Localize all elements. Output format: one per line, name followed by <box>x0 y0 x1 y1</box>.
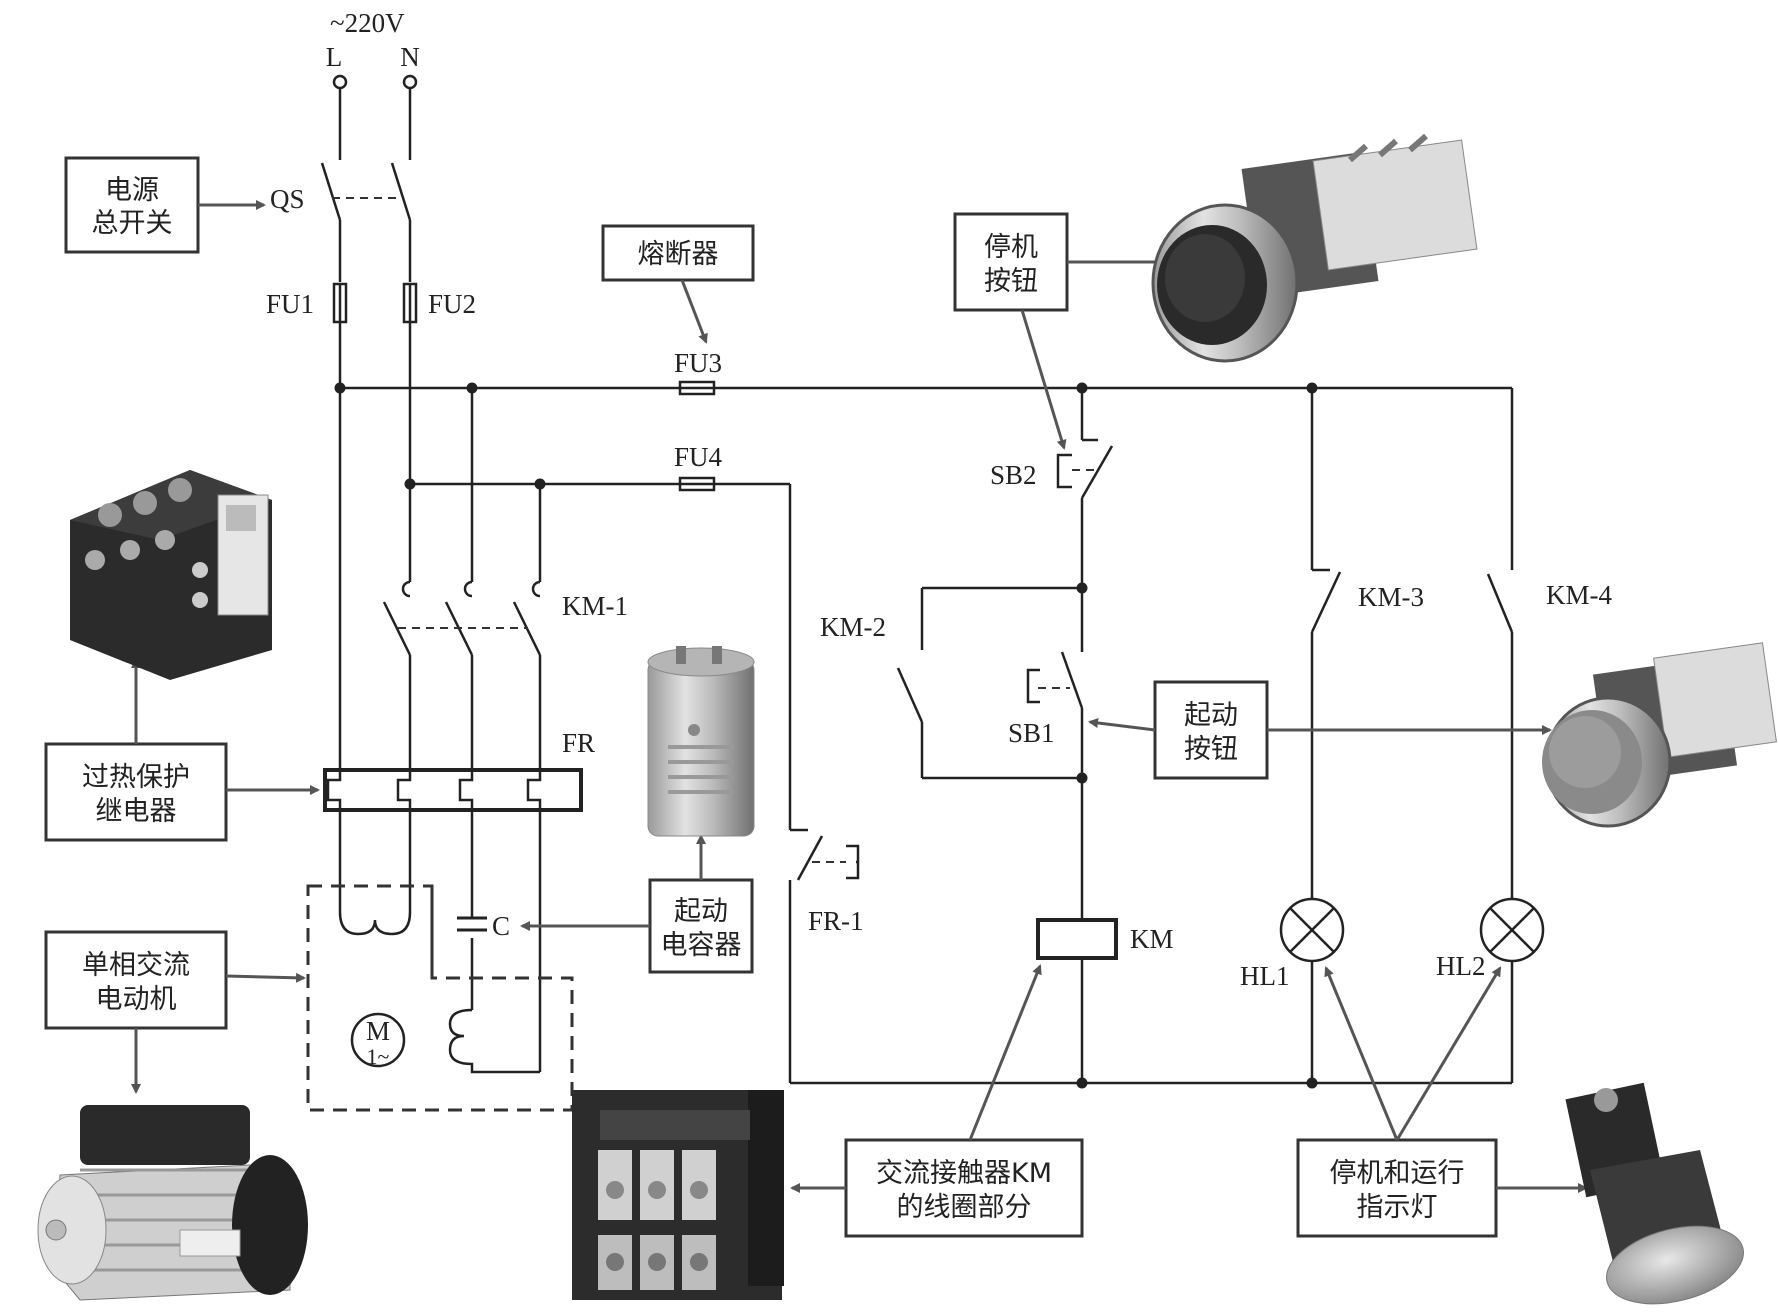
junction-dot <box>1076 772 1088 784</box>
qs-switch <box>320 88 412 282</box>
start-button-image <box>1542 642 1777 828</box>
junction-dot <box>404 478 416 490</box>
callout-main-switch: 电源 总开关 <box>64 156 200 254</box>
svg-text:起动: 起动 <box>1184 700 1238 731</box>
svg-text:停机和运行: 停机和运行 <box>1330 1158 1465 1189</box>
km1-contacts <box>382 580 542 770</box>
control-wiring <box>788 388 1514 1085</box>
hl1-lamp <box>1279 897 1345 963</box>
svg-text:继电器: 继电器 <box>96 796 177 827</box>
junction-dot <box>1306 1077 1318 1089</box>
km2-contact <box>896 667 924 723</box>
fu3-label: FU3 <box>674 348 722 378</box>
km2-label: KM-2 <box>820 612 886 642</box>
svg-text:过热保护: 过热保护 <box>82 762 190 793</box>
callout-start-button: 起动 按钮 <box>1153 680 1269 780</box>
km3-contact <box>1310 568 1342 633</box>
km-coil-label: KM <box>1130 924 1174 954</box>
svg-text:交流接触器KM: 交流接触器KM <box>876 1158 1052 1189</box>
stop-button-image <box>1151 133 1478 363</box>
svg-text:熔断器: 熔断器 <box>638 239 719 270</box>
fr-thermal-relay <box>323 768 583 812</box>
start-capacitor-symbol <box>457 916 487 932</box>
junction-dot <box>1076 382 1088 394</box>
fr1-contact <box>790 828 860 881</box>
junction-dot <box>334 382 346 394</box>
fr1-label: FR-1 <box>808 906 864 936</box>
svg-text:按钮: 按钮 <box>1184 734 1238 765</box>
qs-label: QS <box>270 184 305 214</box>
callout-stop-button: 停机 按钮 <box>953 212 1069 312</box>
svg-text:停机: 停机 <box>984 232 1038 263</box>
svg-text:单相交流: 单相交流 <box>82 950 190 981</box>
sb2-label: SB2 <box>990 460 1037 490</box>
km4-contact <box>1486 573 1514 633</box>
main-wiring <box>338 322 1512 770</box>
junction-dot <box>534 478 546 490</box>
junction-dot <box>1076 582 1088 594</box>
neutral-terminal <box>402 74 418 90</box>
svg-text:起动: 起动 <box>674 896 728 927</box>
start-capacitor-image <box>647 646 755 837</box>
motor-image <box>37 1105 308 1301</box>
supply-voltage-label: ~220V <box>330 8 405 38</box>
svg-text:电动机: 电动机 <box>96 984 177 1015</box>
line-terminal-label: L <box>326 42 343 72</box>
hl2-label: HL2 <box>1436 951 1486 981</box>
callout-contactor-coil: 交流接触器KM 的线圈部分 <box>844 1138 1084 1238</box>
junction-dot <box>1306 382 1318 394</box>
callout-start-capacitor: 起动 电容器 <box>648 878 754 974</box>
callout-motor: 单相交流 电动机 <box>44 930 228 1030</box>
sb1-label: SB1 <box>1008 718 1055 748</box>
overheat-relay-image <box>70 470 272 680</box>
svg-text:电容器: 电容器 <box>661 930 742 961</box>
motor-phase-label: 1~ <box>367 1044 390 1069</box>
motor-outline <box>306 884 574 1112</box>
callout-indicator-lamps: 停机和运行 指示灯 <box>1296 1138 1498 1238</box>
km3-label: KM-3 <box>1358 582 1424 612</box>
svg-text:的线圈部分: 的线圈部分 <box>897 1192 1032 1223</box>
svg-text:指示灯: 指示灯 <box>1357 1192 1438 1223</box>
km1-label: KM-1 <box>562 591 628 621</box>
line-terminal <box>332 74 348 90</box>
km4-label: KM-4 <box>1546 580 1612 610</box>
fu4-label: FU4 <box>674 442 723 472</box>
fu1-label: FU1 <box>266 289 314 319</box>
indicator-lamp-image <box>1565 1082 1744 1305</box>
junction-dot <box>1076 1077 1088 1089</box>
motor-m-label: M <box>366 1016 390 1046</box>
km-coil <box>1036 918 1118 960</box>
junction-dot <box>466 382 478 394</box>
contactor-image <box>572 1090 784 1300</box>
capacitor-label: C <box>492 911 510 941</box>
callout-overheat-relay: 过热保护 继电器 <box>44 742 228 842</box>
fu2-label: FU2 <box>428 289 476 319</box>
motor-wiring <box>338 810 542 1074</box>
callout-fuse: 熔断器 <box>601 224 755 282</box>
hl2-lamp <box>1479 897 1545 963</box>
hl1-label: HL1 <box>1240 961 1290 991</box>
sb1-start-contact <box>1026 651 1084 709</box>
fr-label: FR <box>562 728 595 758</box>
svg-text:总开关: 总开关 <box>92 208 173 239</box>
sb2-stop-contact <box>1056 438 1114 499</box>
motor-symbol <box>350 1012 406 1068</box>
svg-text:电源: 电源 <box>105 175 159 206</box>
neutral-terminal-label: N <box>400 42 420 72</box>
svg-text:按钮: 按钮 <box>984 266 1038 297</box>
